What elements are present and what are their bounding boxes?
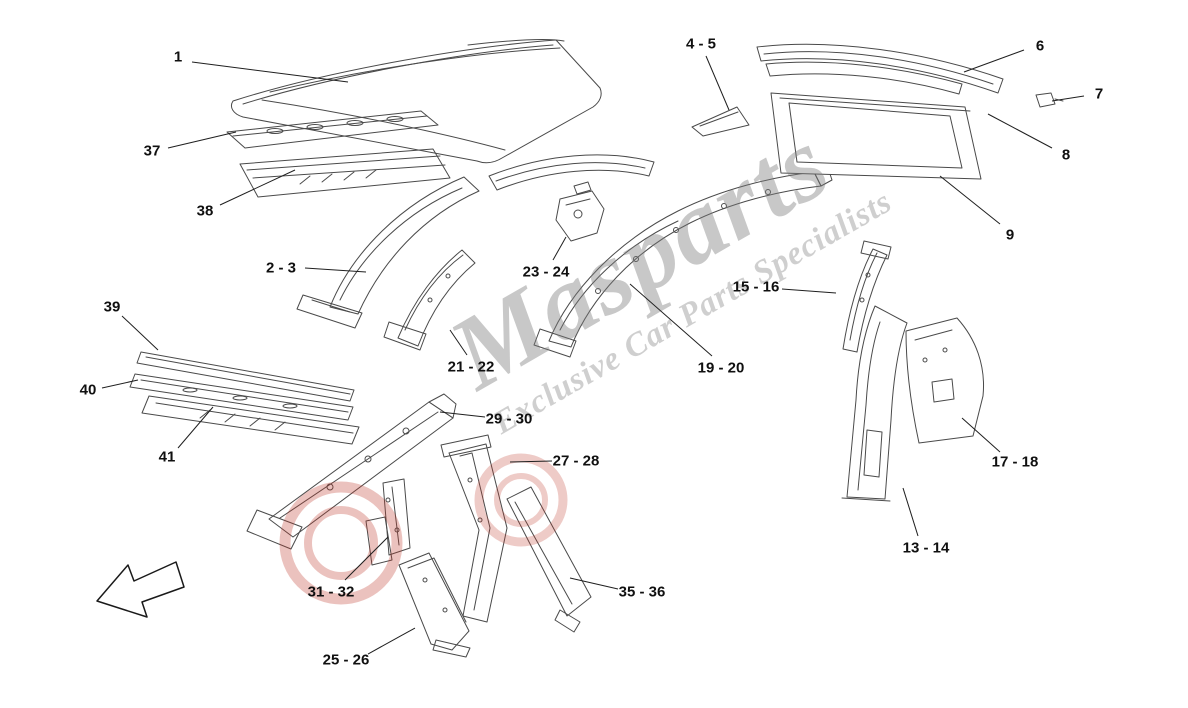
part-sill-strip-41 [141, 395, 360, 445]
leader-line-8 [987, 113, 1053, 149]
part-label-31-32: 31 - 32 [307, 583, 355, 601]
leader-line-31-32 [344, 536, 389, 581]
part-rear-header-rail [756, 43, 1004, 95]
leader-line-35-36 [569, 577, 619, 590]
part-label-2-3: 2 - 3 [265, 259, 297, 277]
part-header-reinforcement [239, 148, 451, 198]
direction-arrow [96, 561, 185, 618]
part-label-35-36: 35 - 36 [618, 583, 666, 601]
part-clip [1035, 92, 1064, 108]
part-label-17-18: 17 - 18 [991, 453, 1039, 471]
leader-line-27-28 [509, 460, 553, 463]
part-label-13-14: 13 - 14 [902, 539, 950, 557]
part-sill-strip-40 [129, 373, 354, 421]
leader-line-25-26 [367, 627, 416, 655]
part-windshield-header [488, 154, 655, 191]
leader-line-29-30 [439, 411, 486, 418]
part-label-8: 8 [1061, 146, 1071, 164]
part-label-7: 7 [1094, 85, 1104, 103]
part-front-header-rail [226, 110, 439, 149]
part-quarter-inner-panel [905, 317, 985, 444]
part-b-pillar-inner [841, 305, 908, 502]
part-label-4-5: 4 - 5 [685, 35, 717, 53]
leader-line-4-5 [705, 55, 730, 111]
part-label-27-28: 27 - 28 [552, 452, 600, 470]
part-label-38: 38 [196, 202, 214, 220]
leader-line-15-16 [781, 288, 837, 294]
part-b-pillar-reinforcement [842, 240, 892, 353]
part-label-25-26: 25 - 26 [322, 651, 370, 669]
leader-line-9 [939, 175, 1001, 225]
part-sill-strip-39 [136, 351, 355, 402]
leader-line-2-3 [304, 267, 367, 273]
part-label-29-30: 29 - 30 [485, 410, 533, 428]
part-bracket-31-32 [365, 478, 411, 566]
leader-line-39 [121, 315, 159, 351]
part-label-41: 41 [158, 448, 176, 466]
part-label-9: 9 [1005, 226, 1015, 244]
part-roof-panel [230, 39, 602, 164]
watermark-logo-left-icon [279, 481, 403, 605]
part-sill-inner-35-36 [506, 486, 592, 633]
leader-line-37 [167, 131, 237, 149]
part-label-6: 6 [1035, 37, 1045, 55]
leader-line-13-14 [902, 487, 919, 537]
part-label-15-16: 15 - 16 [732, 278, 780, 296]
part-label-40: 40 [79, 381, 97, 399]
part-label-1: 1 [173, 48, 183, 66]
part-label-23-24: 23 - 24 [522, 263, 570, 281]
leader-line-1 [191, 61, 349, 83]
leader-line-41 [177, 406, 214, 449]
part-lower-pillar-25-26 [398, 552, 471, 658]
part-floor-crossmember [246, 393, 457, 550]
part-inner-pillar-27-28 [440, 434, 508, 623]
part-label-21-22: 21 - 22 [447, 358, 495, 376]
leader-line-40 [101, 379, 139, 389]
watermark-logo-right-icon [474, 453, 568, 547]
leader-line-7 [1051, 95, 1085, 102]
part-label-37: 37 [143, 142, 161, 160]
leader-line-17-18 [961, 417, 1001, 453]
leader-line-6 [963, 49, 1025, 73]
leader-line-38 [219, 169, 296, 206]
part-label-19-20: 19 - 20 [697, 359, 745, 377]
part-label-39: 39 [103, 298, 121, 316]
